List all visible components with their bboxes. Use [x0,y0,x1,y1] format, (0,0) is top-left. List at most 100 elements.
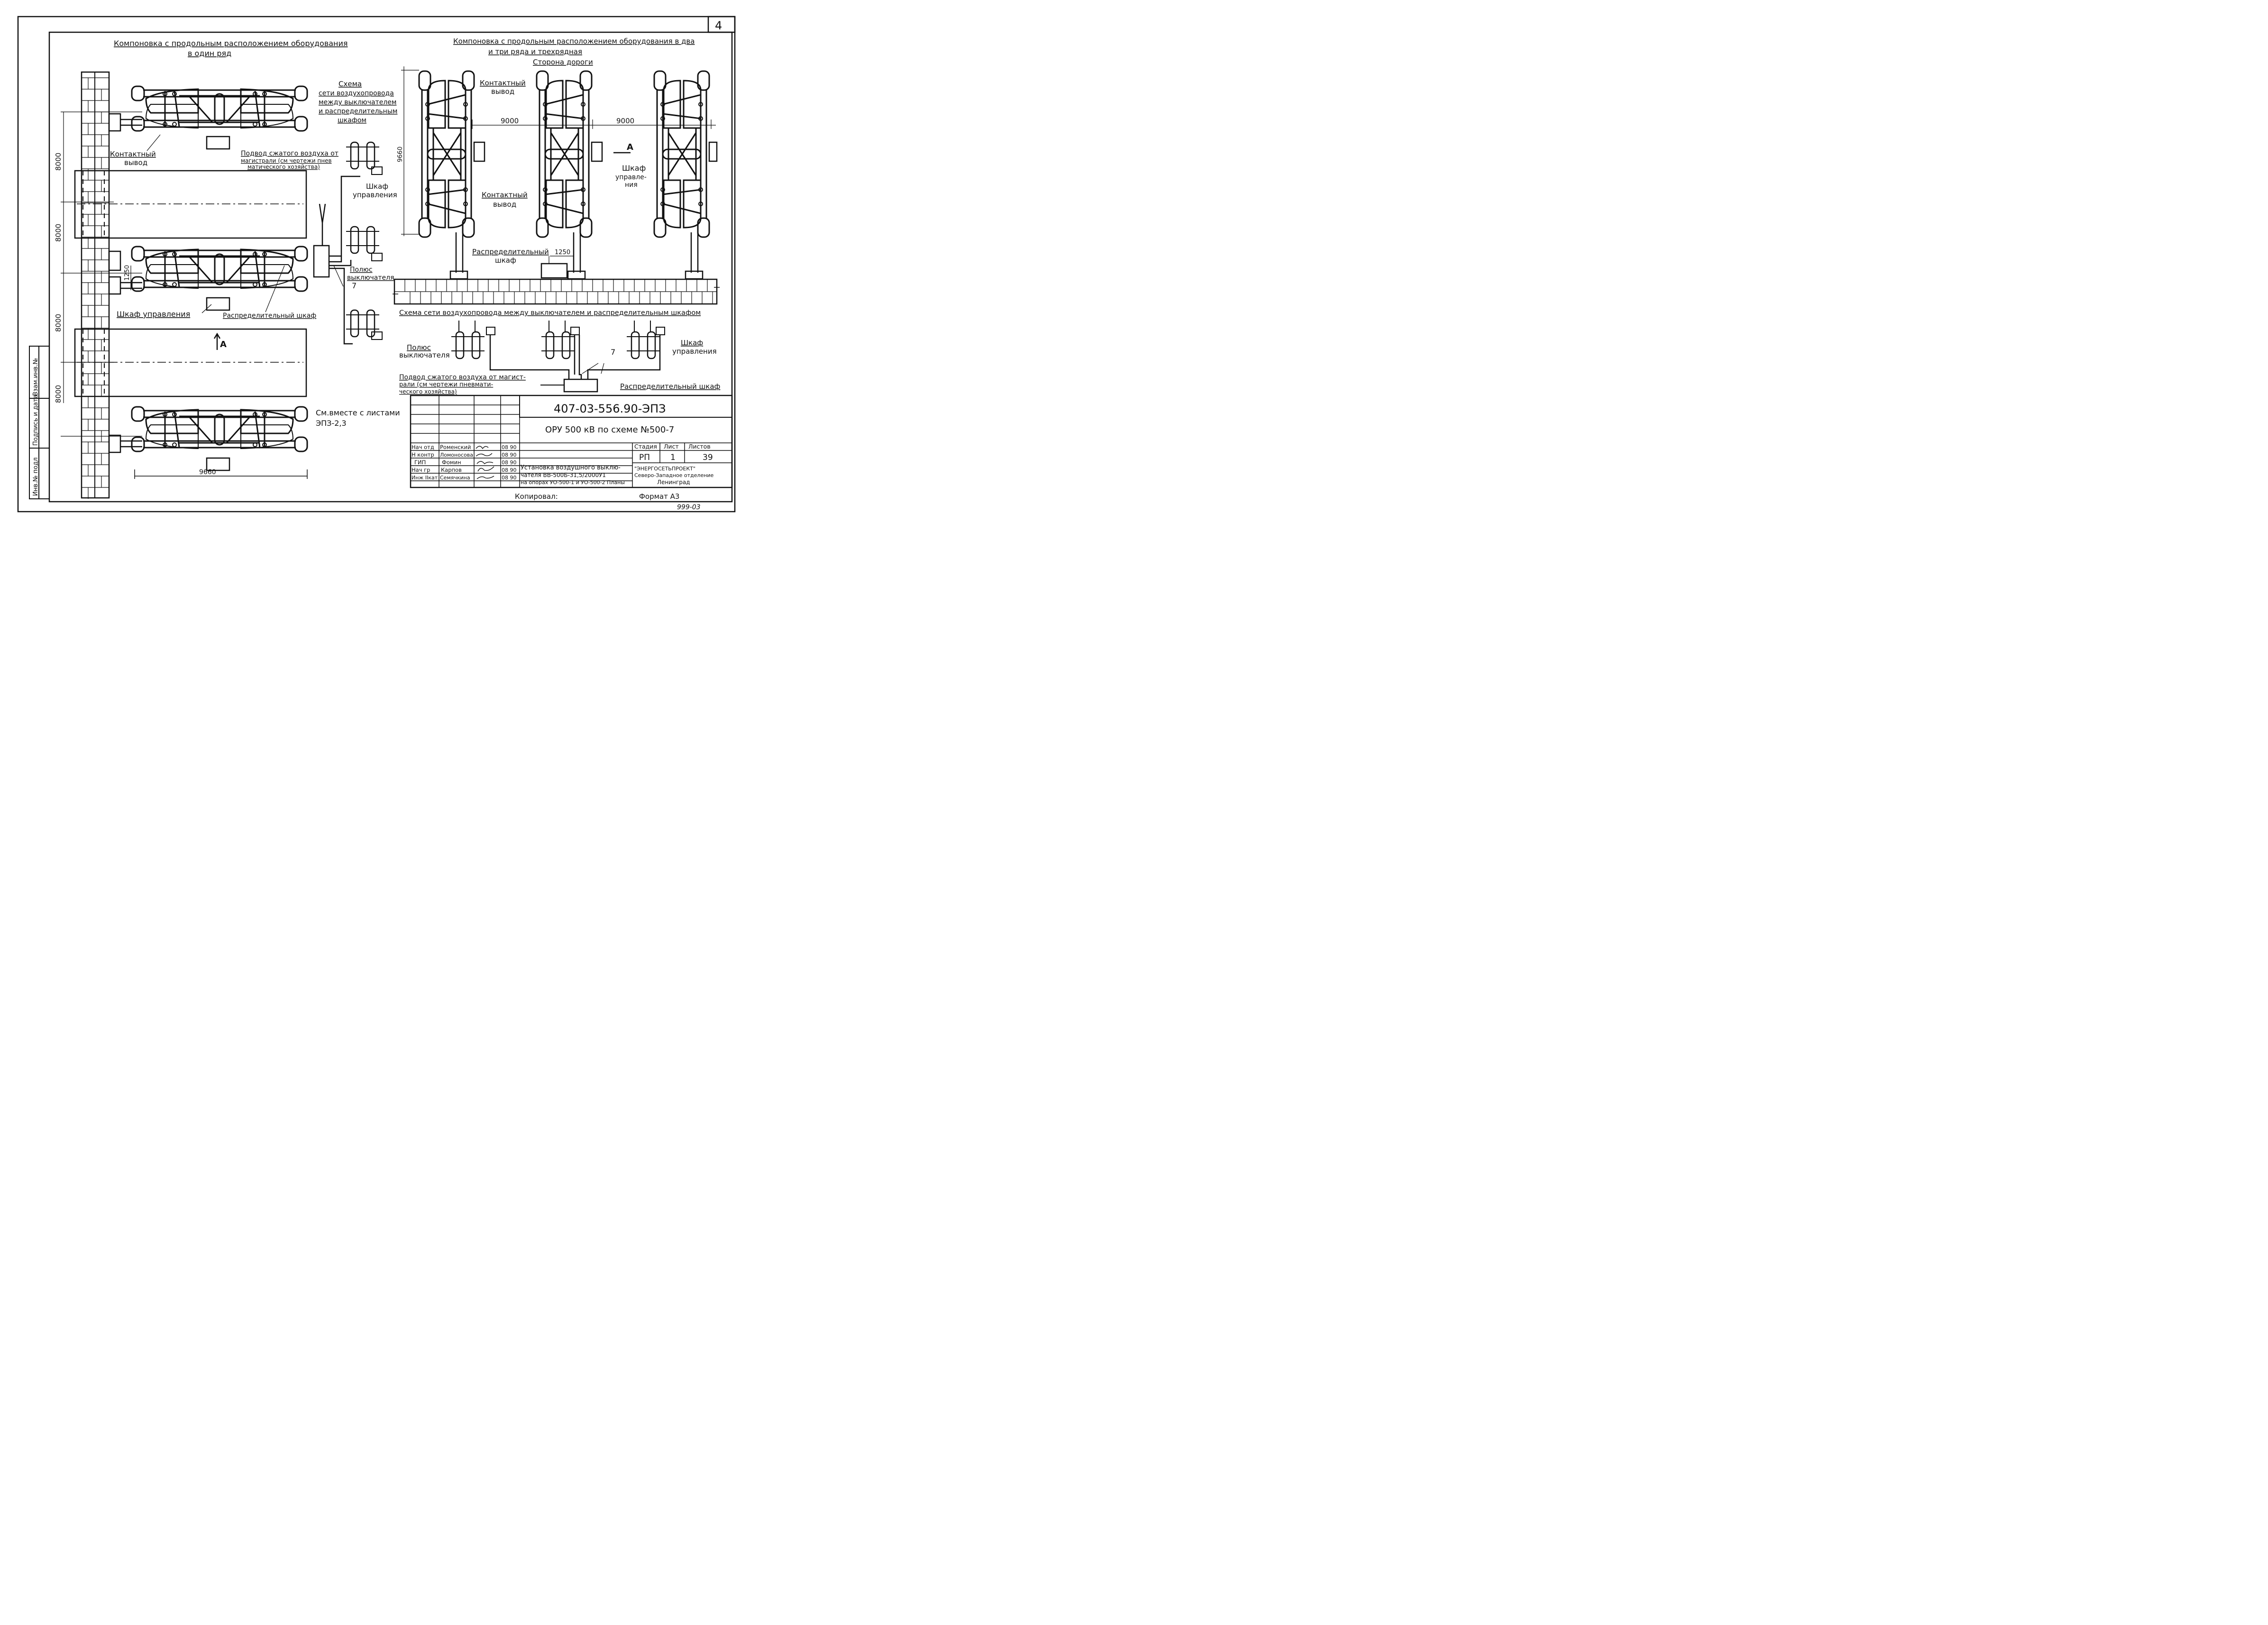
org-l2: Северо-Западное отделение [634,472,714,478]
breaker-right-3 [653,70,710,238]
stamp-replaced-inv: Взам.инв.№ [32,358,39,396]
road-side: Сторона дороги [533,58,593,66]
breaker-left-2 [131,246,308,292]
dim-9000-a: 9000 [501,117,519,125]
row-role-2: Н контр [412,451,434,458]
control-right-l2: управле- [615,174,647,181]
object-name: ОРУ 500 кВ по схеме №500-7 [545,425,674,435]
distribution-left: Распределительный шкаф [223,312,316,320]
control-right-l3: ния [625,181,638,189]
left-title-line1: Компоновка с продольным расположением об… [114,39,348,48]
schema-left-l3: между выключателем [319,99,396,106]
seven-right: 7 [611,348,615,357]
control-cabinet-l3 [206,457,230,471]
dim-8000-2: 8000 [54,224,63,242]
breaker-right-1 [418,70,475,238]
breaker-left-1 [131,85,308,132]
bracket-r3 [708,141,718,162]
control-right2-l1: Шкаф [681,339,703,347]
arrow-a-right: А [627,142,633,152]
dim-9660-right-line [401,66,419,236]
bracket-l2 [108,250,121,271]
row-date-2: 08 90 [502,452,517,458]
dim-9660-right: 9660 [397,147,404,162]
row-name-1: Роменский [440,444,471,450]
poles-right-l1: Полюс [407,343,431,352]
sheets-value: 39 [703,453,713,462]
signatures [476,446,494,479]
sheets-header: Листов [688,443,711,450]
row-date-3: 08 90 [502,459,517,466]
sheet-number-box [707,16,736,33]
row-role-1: Нач отд [412,444,434,450]
see-also-l1: См.вместе с листами [316,408,400,417]
row-name-2: Ломоносова [440,452,473,458]
row-name-4: Карпов [441,467,462,473]
contact-right2-l1: Контактный [482,191,528,199]
bracket-l3 [108,434,121,453]
dim-9660-bottom: 9660 [199,468,216,476]
air-left-l1: Подвод сжатого воздуха от [241,150,338,157]
drawing-sheet: 4 Инв.№ подл Подпись и дата Взам.инв.№ К… [17,16,736,513]
dim-9000-line [472,119,716,129]
air-scheme-left [313,141,383,345]
poles-left-l2: выключателя [347,274,394,282]
schema-left-l1: Схема [338,80,362,88]
bracket-r2 [591,141,603,162]
corner-note: 999-03 [677,504,701,511]
poles-left-l1: Полюс [350,266,373,274]
inner-frame [48,31,733,503]
org-l1: "ЭНЕРГОСЕТЬПРОЕКТ" [634,466,695,472]
poles-right-l2: выключателя [399,351,450,359]
schema-left-l5: шкафом [338,117,366,124]
side-stamp: Инв.№ подл Подпись и дата Взам.инв.№ [29,346,50,499]
see-also-l2: ЭПЗ-2,3 [316,419,347,428]
dist-right-l2: шкаф [495,256,516,265]
control-left-l2: управления [353,191,397,199]
bracket-r1 [473,141,485,162]
air-left-l2: магистрали (см чертежи пнев [241,157,332,164]
air-scheme-right [450,321,665,393]
dimension-chain-left [61,111,142,437]
air-right-l1: Подвод сжатого воздуха от магист- [399,374,526,381]
cabinet-control-left: Шкаф управления [117,310,190,319]
dim-1250-left: 1250 [124,265,131,281]
arrow-a-left-mark [213,332,221,350]
desc-l3: на опорах УО-500-1 и УО-500-2 Планы [521,479,625,486]
bracket-l1 [108,113,121,132]
outer-frame [17,16,736,513]
row-name-5: Семячкина [440,475,470,481]
dim-9000-b: 9000 [616,117,634,125]
copied-by: Копировал: [515,492,558,501]
dim-1250-right: 1250 [555,249,570,256]
left-title-line2: в один ряд [188,49,231,58]
desc-l1: Установка воздушного выклю- [521,464,621,471]
bracket-l2b [108,276,121,295]
desc-l2: чателя ВВ-500Б-31,5/2000У1 [521,472,606,478]
row-date-4: 08 90 [502,467,517,473]
stamp-inv-original: Инв.№ подл [32,458,39,496]
contact-right2-l2: вывод [493,200,516,209]
dim-9660-bottom-line [134,469,308,479]
control-cabinet-l2 [206,297,230,311]
schema-right-title: Схема сети воздухопровода между выключат… [399,309,701,317]
sheet-number: 4 [715,19,722,32]
contact-right1-l1: Контактный [480,79,526,87]
row-role-4: Нач гр [412,467,430,473]
breaker-right-2 [536,70,593,238]
right-title-line2: и три ряда и трехрядная [488,47,582,56]
breaker-left-3 [131,406,308,452]
schema-left-l2: сети воздухопровода [319,90,394,97]
gantry-column [81,71,110,499]
stamp-signature-date: Подпись и дата [32,395,39,446]
dim-8000-3: 8000 [54,314,63,332]
distribution-right: Распределительный шкаф [620,382,720,391]
row-date-1: 08 90 [502,444,517,450]
contact-left-l1: Контактный [110,150,156,158]
schema-left-l4: и распределительным [319,108,397,115]
org-l3: Ленинград [657,479,690,486]
control-right-l1: Шкаф [622,164,646,173]
doc-code: 407-03-556.90-ЭПЗ [554,402,666,415]
support-columns-right [449,232,704,280]
dim-8000-4: 8000 [54,385,63,403]
